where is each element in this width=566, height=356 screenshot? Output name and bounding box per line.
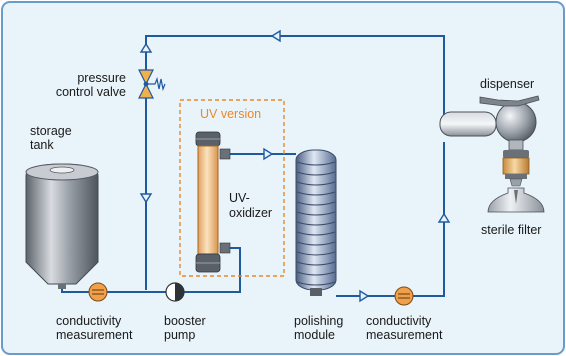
uv-outlet bbox=[219, 148, 231, 160]
label-uv-version: UV version bbox=[200, 107, 261, 121]
polishing-module bbox=[295, 149, 337, 296]
label-conductivity-right-line1: conductivity bbox=[366, 314, 432, 328]
uv-inlet bbox=[219, 242, 231, 254]
polisher-rings bbox=[296, 161, 336, 286]
label-polishing-module-line2: module bbox=[294, 328, 335, 342]
pump-to-uv-pipe bbox=[182, 247, 241, 293]
tank-cap bbox=[49, 166, 75, 174]
valve-upper-triangle bbox=[138, 69, 154, 86]
polisher-ring bbox=[296, 261, 336, 266]
valve-spring-icon bbox=[148, 76, 166, 92]
uv-oxidizer bbox=[195, 131, 231, 273]
storage-tank bbox=[25, 163, 99, 289]
polisher-ring bbox=[296, 221, 336, 226]
polisher-ring bbox=[296, 161, 336, 166]
polisher-ring bbox=[296, 191, 336, 196]
arrow-left-top bbox=[270, 29, 281, 43]
meter-right-body bbox=[394, 286, 414, 306]
label-uv-oxidizer-line2: oxidizer bbox=[229, 206, 272, 220]
pressure-control-valve bbox=[138, 69, 166, 99]
label-storage-tank-line1: storage bbox=[30, 124, 72, 138]
label-polishing-module-line1: polishing bbox=[294, 314, 343, 328]
polisher-body bbox=[295, 149, 337, 291]
polisher-outlet bbox=[310, 288, 322, 296]
label-booster-pump-line2: pump bbox=[164, 328, 195, 342]
booster-pump bbox=[165, 282, 185, 302]
arrow-right-bottom bbox=[359, 289, 370, 303]
polisher-to-dispenser-pipe bbox=[336, 142, 445, 297]
conductivity-meter-left bbox=[88, 282, 108, 302]
dispenser-neck bbox=[508, 139, 524, 151]
label-dispenser: dispenser bbox=[480, 77, 534, 91]
label-storage-tank-line2: tank bbox=[30, 138, 54, 152]
polisher-ring bbox=[296, 241, 336, 246]
dispenser bbox=[439, 95, 540, 151]
uv-tube bbox=[197, 145, 219, 255]
arrow-down-left bbox=[139, 193, 153, 204]
drop-icon bbox=[514, 190, 518, 204]
polisher-ring bbox=[296, 231, 336, 236]
conductivity-meter-right bbox=[394, 286, 414, 306]
polisher-ring bbox=[296, 271, 336, 276]
filter-cartridge bbox=[502, 157, 530, 175]
label-conductivity-left-line1: conductivity bbox=[56, 314, 122, 328]
uv-version-box bbox=[179, 99, 285, 277]
label-conductivity-right-line2: measurement bbox=[366, 328, 443, 342]
polisher-ring bbox=[296, 211, 336, 216]
valve-lower-triangle bbox=[138, 82, 154, 99]
tank-outlet bbox=[58, 284, 66, 289]
return-pipe bbox=[145, 35, 445, 290]
pump-impeller-icon bbox=[175, 283, 184, 301]
arrow-up-left-top bbox=[139, 42, 153, 53]
filter-nozzle bbox=[509, 178, 523, 187]
dispenser-pipe-body bbox=[439, 111, 497, 137]
filter-bottom-ring bbox=[505, 174, 527, 179]
filter-top-ring bbox=[503, 150, 529, 158]
label-uv-oxidizer-line1: UV- bbox=[229, 191, 250, 205]
label-booster-pump-line1: booster bbox=[164, 314, 206, 328]
label-conductivity-left-line2: measurement bbox=[56, 328, 133, 342]
arrow-right-uv bbox=[263, 147, 274, 161]
polisher-ring bbox=[296, 281, 336, 286]
valve-pivot-icon bbox=[143, 81, 149, 87]
flow-arrows bbox=[139, 29, 451, 303]
polisher-ring bbox=[296, 181, 336, 186]
sterile-filter bbox=[487, 150, 545, 213]
arrow-up-right bbox=[437, 212, 451, 223]
label-sterile-filter: sterile filter bbox=[481, 223, 541, 237]
polisher-ring bbox=[296, 201, 336, 206]
label-pressure-valve-line1: pressure bbox=[77, 71, 126, 85]
meter-left-body bbox=[88, 282, 108, 302]
label-pressure-valve-line2: control valve bbox=[56, 85, 126, 99]
tank-body bbox=[25, 163, 99, 285]
dispenser-handle-icon bbox=[479, 95, 540, 107]
polisher-ring bbox=[296, 171, 336, 176]
dispenser-sphere bbox=[495, 101, 537, 143]
polisher-ring bbox=[296, 251, 336, 256]
